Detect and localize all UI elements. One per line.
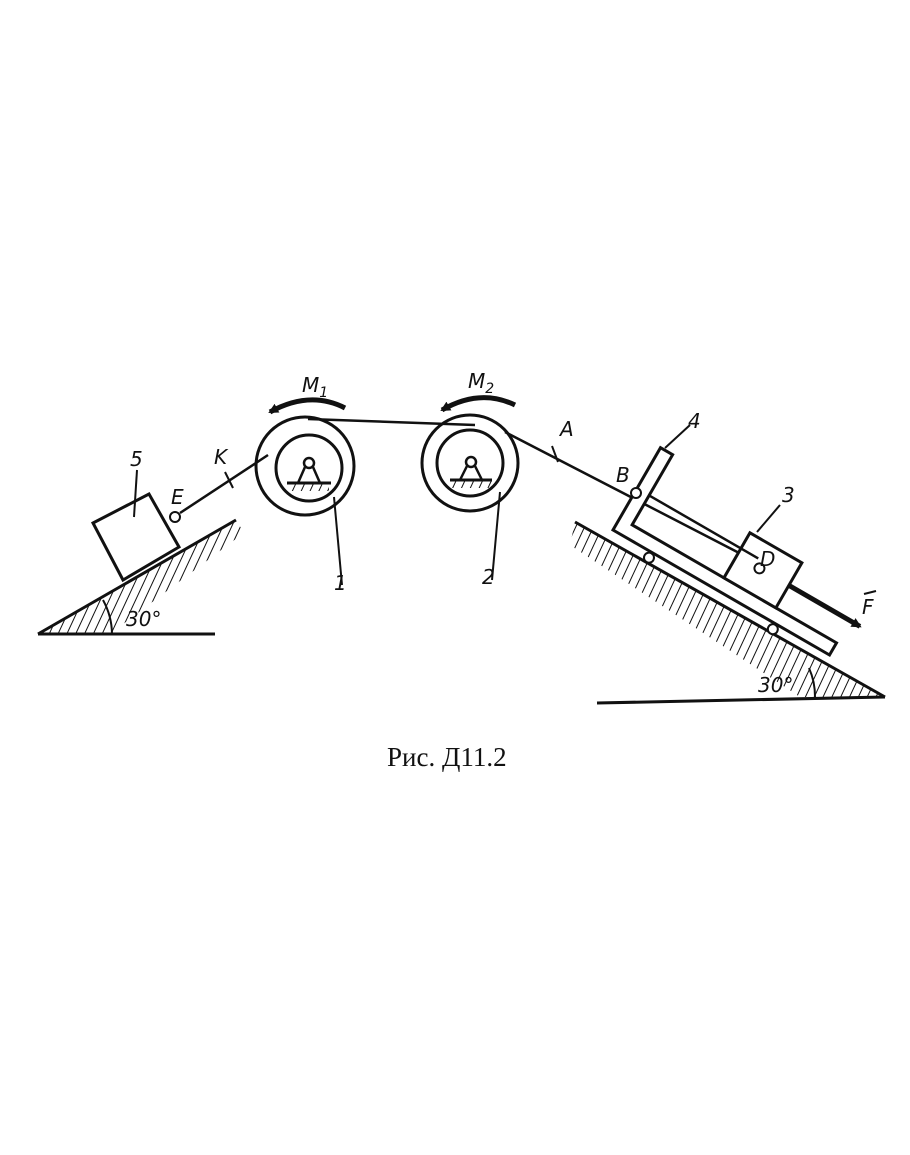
wheel	[766, 623, 779, 636]
wheel	[642, 551, 655, 564]
label-f: F	[862, 595, 874, 619]
moment-m1-arrow	[268, 397, 347, 415]
label-k: K	[214, 445, 229, 469]
label-5: 5	[130, 447, 143, 471]
label-m1: M1	[302, 373, 328, 401]
label-d: D	[760, 547, 775, 571]
label-4: 4	[688, 409, 701, 433]
label-a: A	[558, 417, 574, 441]
label-b: B	[616, 463, 630, 487]
plank-4	[610, 445, 839, 658]
pulley-2	[420, 413, 520, 581]
label-2: 2	[482, 565, 495, 589]
label-3: 3	[782, 483, 795, 507]
label-m2: M2	[468, 369, 494, 397]
right-incline	[570, 520, 886, 705]
force-f-arrow	[787, 583, 862, 629]
rope-ab	[504, 430, 746, 558]
block-5	[90, 492, 182, 583]
point-b	[630, 487, 642, 499]
label-e: E	[171, 485, 184, 509]
label-angle-right: 30°	[758, 673, 793, 697]
point-e	[169, 511, 181, 523]
pulley-1	[254, 415, 356, 586]
left-incline	[37, 518, 245, 636]
label-angle-left: 30°	[126, 607, 161, 631]
rope-top	[307, 417, 476, 427]
figure-caption: Рис. Д11.2	[387, 742, 507, 772]
point-d	[753, 562, 766, 575]
label-1: 1	[334, 571, 347, 595]
rope-ek	[179, 453, 269, 515]
moment-m2-arrow	[440, 395, 517, 413]
